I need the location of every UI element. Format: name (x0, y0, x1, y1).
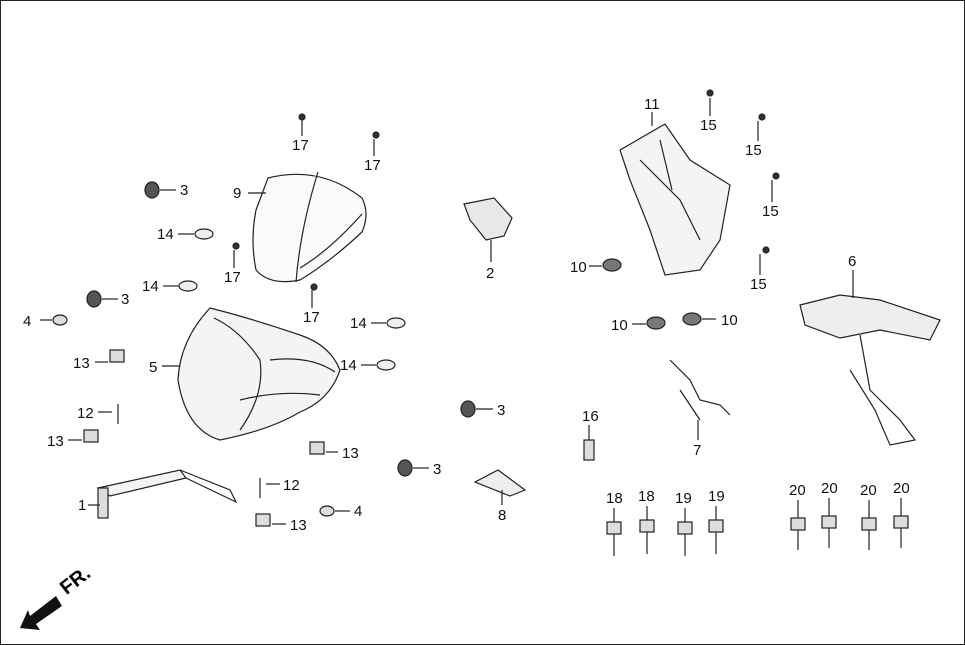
part-callout: 14 (142, 278, 159, 295)
front-arrow-icon (20, 596, 62, 630)
wire-bracket-part-7 (669, 359, 731, 440)
part-callout: 3 (121, 291, 130, 308)
part-callout: 4 (23, 313, 32, 330)
windscreen-part-9 (248, 171, 367, 283)
part-callout: 20 (860, 482, 877, 499)
part-callout: 19 (675, 490, 692, 507)
frame-bracket-part-6 (799, 270, 941, 446)
part-callout: 14 (157, 226, 174, 243)
part-callout: 10 (721, 312, 738, 329)
part-callout: 20 (789, 482, 806, 499)
headlight-bracket-part-11 (619, 112, 731, 276)
part-callout: 15 (762, 203, 779, 220)
part-callout: 17 (292, 137, 309, 154)
bracket-part-1 (88, 469, 238, 519)
part-callout: 15 (745, 142, 762, 159)
part-callout: 11 (644, 96, 660, 113)
rubber-grommet-icon (602, 258, 702, 330)
part-callout: 13 (342, 445, 359, 462)
part-callout: 3 (497, 402, 506, 419)
part-callout: 17 (303, 309, 320, 326)
bracket-part-2 (463, 197, 513, 241)
grommet-icon (86, 181, 476, 477)
clip-nut-icon (83, 349, 325, 527)
part-callout: 13 (73, 355, 90, 372)
part-callout: 4 (354, 503, 363, 520)
part-callout: 17 (224, 269, 241, 286)
part-callout: 14 (340, 357, 357, 374)
front-cowl-part-5 (162, 307, 341, 441)
part-callout: 18 (606, 490, 623, 507)
part-callout: 18 (638, 488, 655, 505)
part-callout: 20 (893, 480, 910, 497)
part-callout: 1 (78, 497, 87, 514)
part-callout: 16 (582, 408, 599, 425)
part-callout: 3 (433, 461, 442, 478)
part-callout: 13 (290, 517, 307, 534)
part-callout: 10 (570, 259, 587, 276)
plate-part-8 (473, 469, 527, 505)
part-callout: 7 (693, 442, 702, 459)
part-callout: 12 (283, 477, 300, 494)
part-callout: 15 (750, 276, 767, 293)
part-callout: 6 (848, 253, 857, 270)
part-callout: 8 (498, 507, 507, 524)
part-callout: 20 (821, 480, 838, 497)
part-callout: 17 (364, 157, 381, 174)
part-callout: 19 (708, 488, 725, 505)
flange-bolt-icon (606, 515, 909, 535)
part-callout: 15 (700, 117, 717, 134)
part-callout: 3 (180, 182, 189, 199)
part-callout: 14 (350, 315, 367, 332)
part-callout: 2 (486, 265, 495, 282)
small-screw-icon (98, 404, 280, 498)
part-callout: 10 (611, 317, 628, 334)
part-callout: 13 (47, 433, 64, 450)
part-callout: 12 (77, 405, 94, 422)
part-callout: 5 (149, 359, 158, 376)
part-callout: 9 (233, 185, 242, 202)
